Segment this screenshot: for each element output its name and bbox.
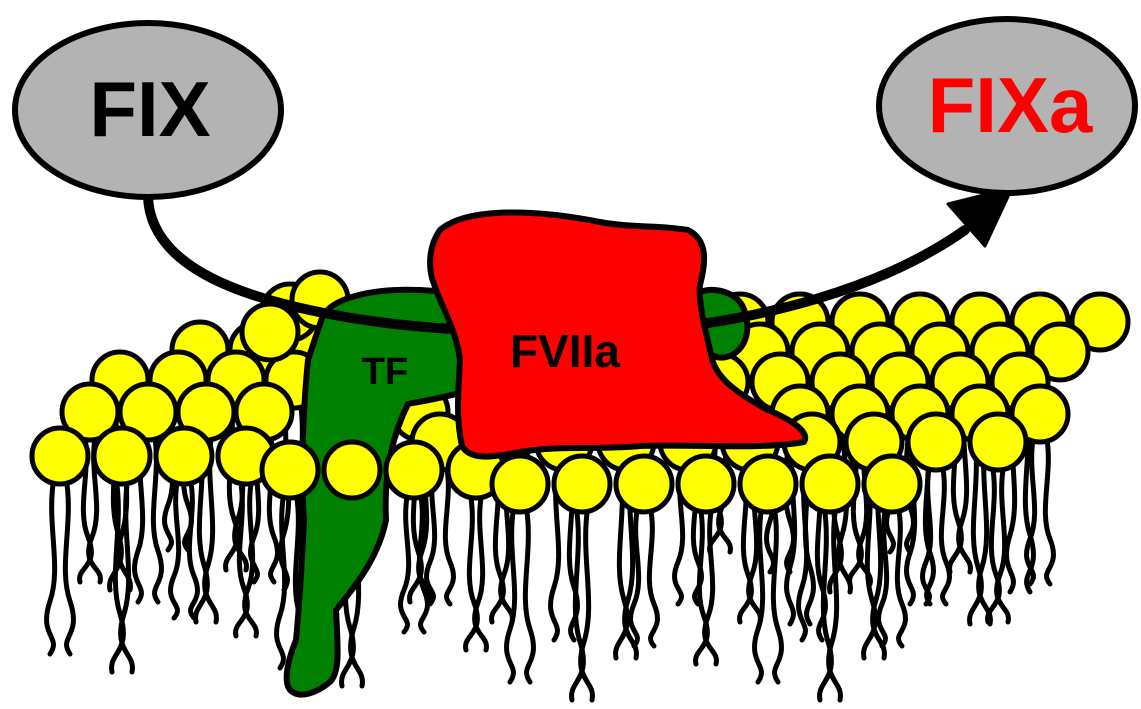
lipid-head [262, 442, 318, 498]
lipid-tail [705, 506, 717, 664]
lipid-head [740, 456, 796, 512]
lipid-tail [1045, 434, 1053, 584]
lipid-tail [245, 478, 257, 636]
lipid-head [616, 456, 672, 512]
lipid-head [908, 414, 964, 470]
lipid-tail [277, 492, 285, 668]
fix-node: FIX [15, 23, 281, 197]
lipid-head [156, 428, 212, 484]
lipid-head [386, 442, 442, 498]
lipid-tail [475, 492, 487, 650]
fixa-label: FIXa [928, 61, 1093, 149]
lipid-tail [581, 506, 593, 700]
lipid-head [554, 456, 610, 512]
lipid-tail [401, 492, 409, 632]
lipid-tail [897, 506, 905, 646]
lipid-tail [525, 506, 533, 682]
fix-label: FIX [89, 65, 210, 153]
lipid-head [32, 428, 88, 484]
lipid-tail [941, 464, 949, 604]
lipid-head [324, 442, 380, 498]
lipid-head [492, 456, 548, 512]
lipid-head [242, 304, 298, 360]
lipid-head [864, 456, 920, 512]
lipid-tail [649, 506, 657, 646]
lipid-head [678, 456, 734, 512]
tf-label: TF [362, 351, 408, 393]
lipid-head [94, 428, 150, 484]
lipid-tail [189, 478, 197, 618]
lipid-head [802, 456, 858, 512]
lipid-tail [47, 478, 55, 654]
lipid-tail [773, 506, 781, 682]
lipid-tail [997, 464, 1009, 622]
fixa-node: FIXa [879, 19, 1135, 193]
lipid-tail [65, 478, 73, 654]
lipid-head [970, 414, 1026, 470]
fviia-label: FVIIa [510, 325, 620, 377]
lipid-tail [121, 478, 133, 672]
